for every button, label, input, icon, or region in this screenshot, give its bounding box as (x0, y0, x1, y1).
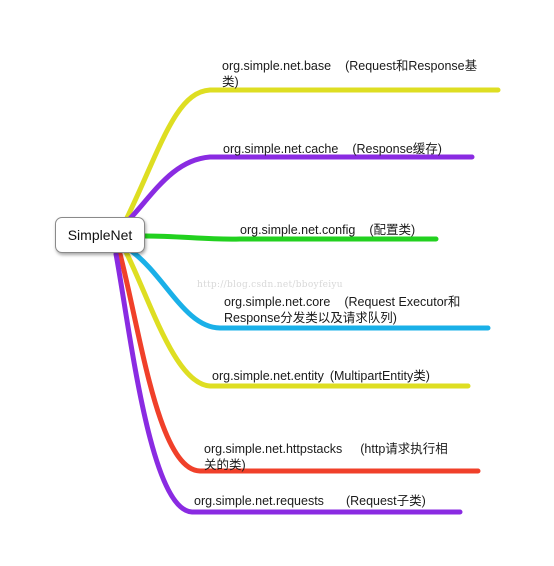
branch-description: (Request和Response基 (345, 59, 478, 73)
branch-label-core[interactable]: org.simple.net.core (Request Executor和 Re… (224, 294, 460, 326)
branch-description: (MultipartEntity类) (329, 369, 430, 383)
branch-connector-requests (113, 251, 463, 515)
watermark: http://blog.csdn.net/bboyfeiyu (197, 280, 343, 290)
branch-label-base[interactable]: org.simple.net.base (Request和Response基 类) (222, 58, 477, 90)
branch-connector-httpstacks (117, 251, 481, 474)
branch-description-continued: Response分发类以及请求队列) (224, 311, 397, 325)
branch-description: (Request Executor和 (344, 295, 461, 309)
branch-label-cache[interactable]: org.simple.net.cache (Response缓存) (223, 141, 442, 157)
branch-package: org.simple.net.core (224, 295, 331, 309)
branch-connector-config (142, 233, 439, 242)
branch-connector-entity (123, 249, 471, 389)
branch-label-httpstacks[interactable]: org.simple.net.httpstacks (http请求执行相 关的类) (204, 441, 448, 473)
branch-description: (配置类) (369, 223, 416, 237)
branch-label-requests[interactable]: org.simple.net.requests (Request子类) (194, 493, 426, 509)
root-node-label: SimpleNet (67, 227, 133, 243)
branch-connector-core (127, 247, 491, 331)
branch-description: (Request子类) (345, 494, 426, 508)
branch-package: org.simple.net.base (222, 59, 332, 73)
branch-package: org.simple.net.cache (223, 142, 339, 156)
root-node[interactable]: SimpleNet (55, 217, 145, 253)
branch-package: org.simple.net.requests (194, 494, 324, 508)
branch-label-entity[interactable]: org.simple.net.entity (MultipartEntity类) (212, 368, 430, 384)
branch-description-continued: 类) (222, 75, 239, 89)
branch-package: org.simple.net.config (240, 223, 356, 237)
branch-description: (http请求执行相 (360, 442, 448, 456)
branch-description: (Response缓存) (352, 142, 442, 156)
branch-package: org.simple.net.httpstacks (204, 442, 343, 456)
branch-connector-base (122, 87, 501, 225)
branch-package: org.simple.net.entity (212, 369, 324, 383)
branch-label-config[interactable]: org.simple.net.config (配置类) (240, 222, 415, 238)
branch-connector-cache (119, 154, 475, 230)
branch-description-continued: 关的类) (204, 458, 246, 472)
